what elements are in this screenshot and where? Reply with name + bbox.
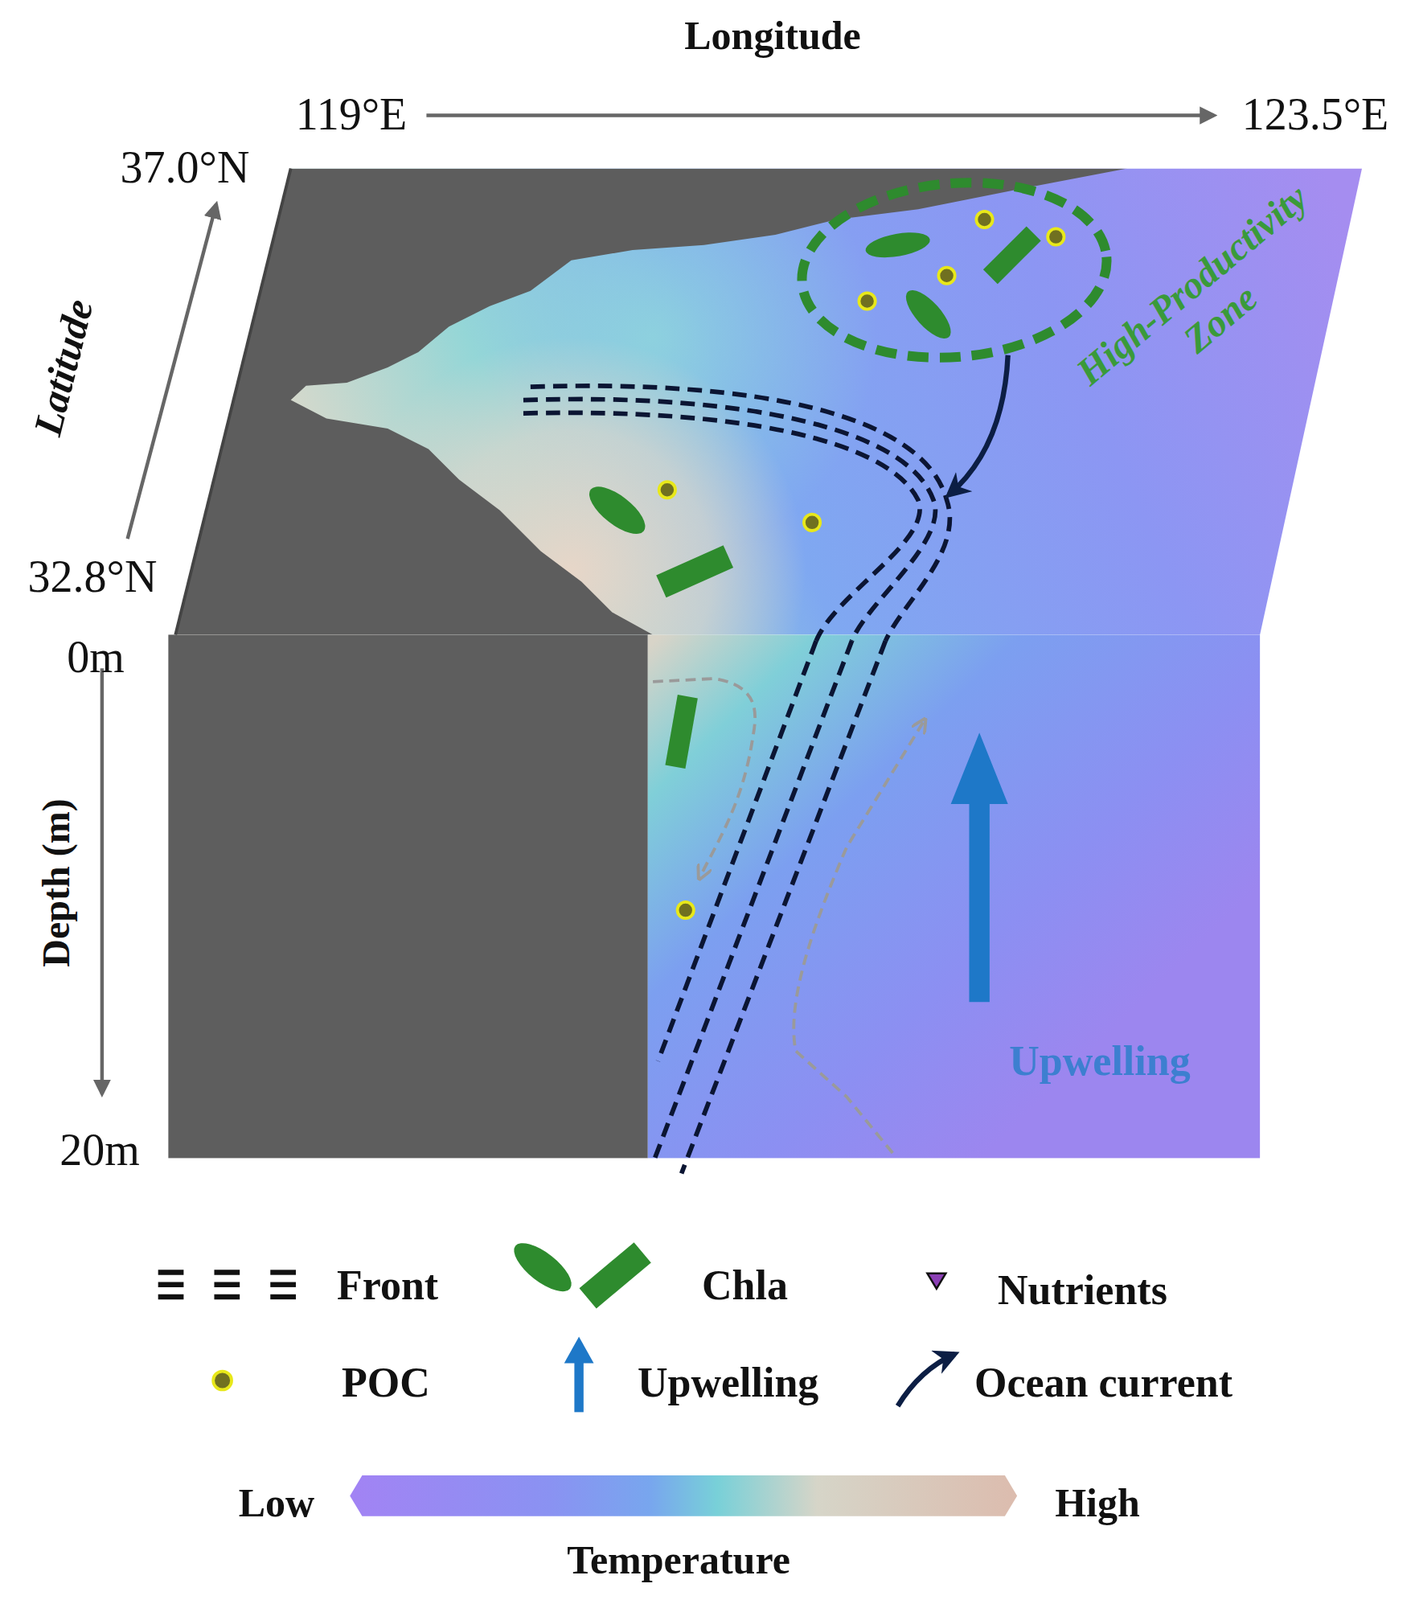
- front-dash: [213, 1282, 240, 1288]
- front-sample: [158, 1272, 296, 1297]
- temperature-colorbar: [349, 1475, 1018, 1517]
- upwelling-sample-head: [564, 1336, 595, 1363]
- longitude-axis: [426, 113, 1215, 117]
- front-line: [523, 412, 920, 641]
- depth-axis: [100, 668, 104, 1094]
- chla-symbol: [898, 283, 959, 346]
- zone-ellipse: [794, 175, 1114, 366]
- circulation-arrow: [793, 720, 924, 1153]
- poc-group: [659, 211, 1065, 919]
- upwelling-sample-shaft: [574, 1357, 583, 1413]
- poc-dot: [1047, 228, 1064, 245]
- axis-tick: 0m: [66, 632, 125, 683]
- map-edge: [175, 168, 291, 636]
- front-line: [657, 640, 817, 1062]
- upwelling-head: [951, 732, 1009, 804]
- legend-text: Chla: [701, 1262, 788, 1309]
- chla-symbol: [983, 226, 1042, 285]
- poc-dot: [858, 292, 875, 309]
- chla-symbol: [582, 478, 653, 543]
- legend-text: Nutrients: [997, 1267, 1168, 1313]
- latitude-axis: [127, 204, 217, 539]
- front-lines: [523, 385, 950, 1174]
- section-land: [168, 634, 648, 1158]
- current-sample: [898, 1353, 956, 1407]
- chla-symbol: [863, 228, 932, 263]
- axis-title: Longitude: [684, 13, 862, 58]
- poc-dot: [659, 481, 676, 498]
- front-dash: [270, 1282, 296, 1288]
- chla-symbol: [664, 694, 698, 769]
- nutrients-sample: [926, 1273, 946, 1289]
- axis-tick: 119°E: [295, 90, 408, 140]
- front-line: [530, 385, 951, 641]
- legend-text: Upwelling: [637, 1359, 819, 1406]
- front-line: [523, 398, 936, 641]
- colorbar-end: High: [1054, 1480, 1141, 1526]
- front-dash: [158, 1269, 185, 1275]
- circulation-arrow: [652, 678, 755, 878]
- colorbar-title: Temperature: [566, 1538, 791, 1583]
- front-dash: [270, 1294, 296, 1300]
- legend-text: Front: [336, 1262, 439, 1309]
- sea-temperature-warm: [163, 163, 1378, 643]
- section-sea: [648, 634, 1260, 1158]
- front-dash: [270, 1269, 296, 1275]
- front-line: [681, 640, 886, 1174]
- process-label: Upwelling: [1008, 1037, 1190, 1084]
- legend-text: Ocean current: [974, 1359, 1233, 1406]
- land: [175, 168, 1128, 636]
- axis-tick: 20m: [59, 1125, 140, 1176]
- front-dash: [213, 1294, 240, 1300]
- chla-sample: [506, 1234, 579, 1301]
- zone-outline: High-Productivity Zone: [793, 175, 1116, 366]
- zone-shape: [793, 175, 1116, 366]
- sea-temperature: [163, 163, 1378, 643]
- front-dash: [158, 1282, 185, 1288]
- chla-sample: [579, 1242, 652, 1309]
- axis-tick: 32.8°N: [28, 552, 158, 603]
- axis-tick: 37.0°N: [120, 143, 251, 193]
- axis-title: Latitude: [24, 295, 102, 440]
- upwelling-shaft: [968, 797, 989, 1002]
- poc-dot: [938, 267, 955, 284]
- legend-text: POC: [341, 1359, 431, 1406]
- map-surface: [163, 163, 1378, 643]
- colorbar-end: Low: [238, 1480, 315, 1526]
- sea-temperature-cool: [163, 163, 1378, 643]
- poc-dot: [677, 902, 694, 919]
- axis-title: Depth (m): [35, 798, 78, 967]
- chla-symbol: [656, 545, 734, 598]
- front-line: [652, 640, 852, 1164]
- poc-dot: [976, 211, 993, 228]
- poc-dot: [803, 514, 821, 531]
- ocean-current-arrow: [948, 355, 1009, 496]
- axis-tick: 123.5°E: [1242, 90, 1390, 140]
- front-dash: [213, 1269, 240, 1275]
- poc-sample: [213, 1371, 232, 1391]
- front-dash: [158, 1294, 185, 1300]
